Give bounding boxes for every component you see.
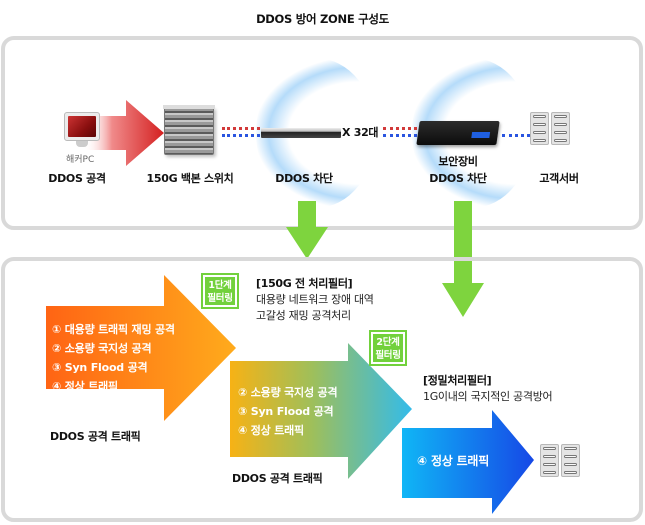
node-label-security-line2: DDOS 차단 — [429, 172, 487, 185]
stage2-item: ④ 정상 트래픽 — [238, 424, 304, 437]
stage3-items: ④ 정상 트래픽 — [417, 452, 489, 471]
node-label-backbone: 150G 백본 스위치 — [146, 172, 234, 185]
server-multiplier: X 32대 — [342, 126, 379, 139]
stage1-desc-line1: 대용량 네트워크 장애 대역 — [256, 293, 374, 306]
node-label-customer: 고객서버 — [539, 172, 579, 185]
link-red-1 — [222, 127, 260, 130]
stage1-item: ④ 정상 트래픽 — [52, 380, 118, 393]
stage2-badge: 2단계 필터링 — [369, 330, 407, 366]
node-label-ddos-block: DDOS 차단 — [275, 172, 333, 185]
stage2-item: ③ Syn Flood 공격 — [238, 405, 334, 418]
stage1-desc-line2: 고갈성 재밍 공격처리 — [256, 309, 351, 322]
node-label-security-line1: 보안장비 — [438, 155, 478, 168]
stage1-badge: 1단계 필터링 — [201, 273, 239, 309]
stage2-desc-line1: 1G이내의 국지적인 공격방어 — [423, 390, 553, 403]
stage1-item: ① 대용량 트래픽 재밍 공격 — [52, 323, 175, 336]
stage2-heading: [정밀처리필터] — [423, 374, 492, 387]
stage2-items: ② 소용량 국지성 공격 ③ Syn Flood 공격 ④ 정상 트래픽 — [238, 383, 338, 440]
stage1-caption: DDOS 공격 트래픽 — [50, 430, 141, 443]
stage1-item: ③ Syn Flood 공격 — [52, 361, 148, 374]
stage2-traffic-arrow — [230, 343, 412, 479]
flow-arrow-down-1 — [286, 201, 328, 259]
filtering-panel — [1, 257, 643, 522]
node-label-attacker: DDOS 공격 — [48, 172, 106, 185]
attack-arrow — [84, 100, 164, 166]
stage3-traffic-arrow — [402, 410, 534, 514]
hacker-pc-caption: 해커PC — [66, 155, 95, 165]
stage1-traffic-arrow — [46, 275, 236, 421]
security-appliance-icon — [416, 121, 500, 145]
customer-servers-icon — [530, 112, 570, 145]
final-customer-servers-icon — [540, 444, 580, 477]
rack-server-icon — [261, 128, 341, 138]
stage2-item: ② 소용량 국지성 공격 — [238, 386, 338, 399]
link-blue-3 — [502, 134, 530, 137]
stage2-note: [정밀처리필터] 1G이내의 국지적인 공격방어 — [423, 373, 553, 405]
backbone-switch-icon — [163, 105, 215, 155]
diagram-title: DDOS 방어 ZONE 구성도 — [256, 12, 389, 26]
link-blue-1 — [222, 134, 260, 137]
link-red-2 — [383, 127, 417, 130]
link-blue-2 — [383, 134, 417, 137]
stage1-note: [150G 전 처리필터] 대용량 네트워크 장애 대역 고갈성 재밍 공격처리 — [256, 276, 374, 324]
stage1-items: ① 대용량 트래픽 재밍 공격 ② 소용량 국지성 공격 ③ Syn Flood… — [52, 320, 175, 396]
stage1-item: ② 소용량 국지성 공격 — [52, 342, 152, 355]
stage3-item: ④ 정상 트래픽 — [417, 454, 490, 468]
stage1-heading: [150G 전 처리필터] — [256, 277, 353, 290]
stage2-caption: DDOS 공격 트래픽 — [232, 472, 323, 485]
